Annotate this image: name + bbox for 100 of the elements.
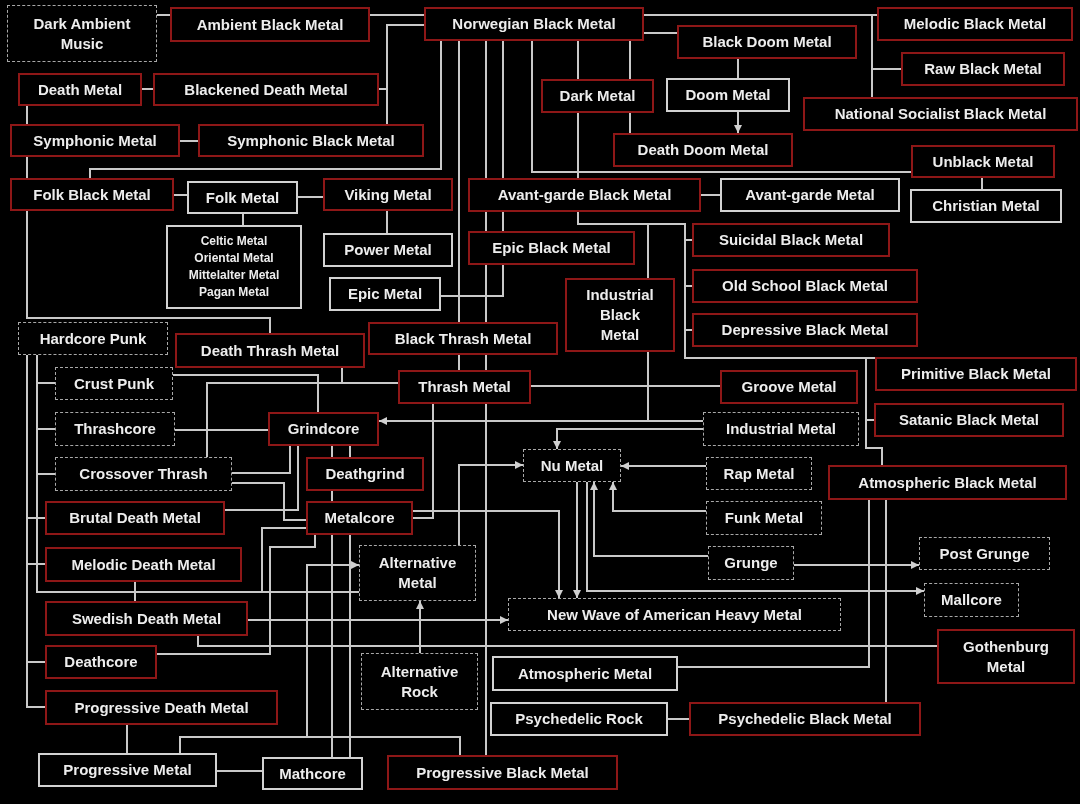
genre-name: Mallcore bbox=[941, 591, 1002, 609]
genre-box bbox=[508, 598, 841, 631]
connector-line bbox=[216, 770, 263, 772]
connector-line bbox=[643, 14, 873, 98]
arrow bbox=[793, 561, 920, 569]
genre-box bbox=[666, 78, 790, 112]
connector-line bbox=[297, 196, 324, 198]
genre-name: Primitive Black Metal bbox=[900, 365, 1052, 383]
genre-name: Doom Metal bbox=[685, 86, 771, 104]
arrow bbox=[590, 481, 709, 557]
genre-box bbox=[828, 465, 1067, 500]
connector-line bbox=[179, 140, 199, 142]
genre-name: Symphonic Black Metal bbox=[227, 131, 395, 150]
genre-name: Power Metal bbox=[344, 241, 432, 259]
genre-box bbox=[55, 367, 173, 400]
genre-name: Old School Black Metal bbox=[722, 277, 888, 295]
genre-box bbox=[706, 501, 822, 535]
connector-line bbox=[26, 105, 28, 125]
genre-box bbox=[490, 702, 668, 736]
connector-line bbox=[224, 445, 299, 511]
genre-name: Crossover Thrash bbox=[79, 465, 208, 483]
genre-box bbox=[323, 233, 453, 267]
connector-line bbox=[331, 445, 333, 458]
genre-box bbox=[45, 601, 248, 636]
connector-line bbox=[134, 581, 136, 602]
genre-name: Industrial Black Metal bbox=[585, 285, 655, 345]
genre-box bbox=[919, 537, 1050, 570]
genre-name: Death Thrash Metal bbox=[200, 341, 340, 360]
arrow bbox=[378, 417, 704, 425]
genre-box bbox=[170, 7, 370, 42]
genre-name: Thrashcore bbox=[74, 420, 156, 438]
genre-name: Depressive Black Metal bbox=[721, 321, 889, 339]
connector-line bbox=[643, 32, 678, 34]
genre-name: Psychedelic Black Metal bbox=[718, 710, 892, 728]
genre-box bbox=[703, 412, 859, 446]
genre-box bbox=[166, 225, 302, 309]
genre-name: Brutal Death Metal bbox=[69, 509, 201, 527]
genre-box bbox=[175, 333, 365, 368]
genre-name: Mathcore bbox=[279, 764, 346, 783]
connector-line bbox=[331, 490, 333, 502]
genre-name: Avant-garde Metal bbox=[745, 186, 875, 204]
connector-line bbox=[531, 40, 912, 173]
connector-line bbox=[126, 724, 128, 754]
genre-name: Black Thrash Metal bbox=[394, 329, 532, 348]
genre-name: Suicidal Black Metal bbox=[718, 231, 864, 249]
connector-line bbox=[174, 429, 269, 431]
connector-line bbox=[141, 88, 154, 90]
genre-name: Atmospheric Black Metal bbox=[858, 473, 1037, 492]
genre-name: Alternative Metal bbox=[377, 553, 458, 593]
connector-line bbox=[667, 718, 690, 720]
genre-box bbox=[368, 322, 558, 355]
genre-box bbox=[708, 546, 794, 580]
genre-box bbox=[910, 189, 1062, 223]
genre-name: Deathgrind bbox=[325, 465, 405, 483]
genre-name: Rap Metal bbox=[723, 464, 795, 483]
connector-line bbox=[700, 194, 721, 196]
connector-line bbox=[485, 403, 487, 756]
genre-box bbox=[523, 449, 621, 482]
connector-line bbox=[386, 24, 425, 125]
genre-name: National Socialist Black Metal bbox=[834, 105, 1047, 123]
genre-name: Gothenburg Metal bbox=[962, 636, 1050, 677]
genre-name: Atmospheric Metal bbox=[517, 664, 653, 683]
genre-name: Melodic Death Metal bbox=[71, 555, 216, 574]
genre-box bbox=[541, 79, 654, 113]
genre-box bbox=[55, 412, 175, 446]
genre-name: Satanic Black Metal bbox=[898, 411, 1040, 429]
genre-box bbox=[359, 545, 476, 601]
genre-box bbox=[468, 231, 635, 265]
genre-box bbox=[565, 278, 675, 352]
connector-line bbox=[156, 534, 316, 655]
connector-line bbox=[231, 445, 291, 474]
connector-line bbox=[530, 385, 721, 387]
genre-name: Black Doom Metal bbox=[702, 33, 832, 51]
genre-name: Celtic Metal bbox=[200, 233, 268, 250]
genre-box bbox=[187, 181, 298, 214]
genre-box bbox=[306, 501, 413, 535]
genre-box bbox=[198, 124, 424, 157]
genre-name: Crust Punk bbox=[74, 374, 154, 393]
arrow bbox=[734, 111, 742, 134]
genre-box bbox=[911, 145, 1055, 178]
connector-line bbox=[458, 40, 460, 323]
connector-line bbox=[349, 445, 351, 458]
genre-name: Epic Black Metal bbox=[492, 239, 611, 257]
genre-box bbox=[677, 25, 857, 59]
genre-name: Death Metal bbox=[37, 80, 123, 99]
connector-line bbox=[885, 499, 887, 703]
genre-box bbox=[492, 656, 678, 691]
connector-line bbox=[440, 264, 504, 297]
genre-name: Mittelalter Metal bbox=[188, 267, 280, 284]
genre-name: Nu Metal bbox=[540, 456, 604, 475]
genre-name: Progressive Death Metal bbox=[74, 698, 249, 717]
genre-box bbox=[901, 52, 1065, 86]
connector-line bbox=[156, 14, 171, 16]
genre-name: Oriental Metal bbox=[194, 250, 274, 267]
genre-name: Symphonic Metal bbox=[33, 131, 157, 150]
genre-box bbox=[45, 501, 225, 535]
connector-line bbox=[206, 382, 399, 458]
genre-name: Viking Metal bbox=[344, 185, 432, 204]
genre-name: New Wave of American Heavy Metal bbox=[547, 605, 802, 624]
genre-name: Metalcore bbox=[324, 509, 395, 527]
